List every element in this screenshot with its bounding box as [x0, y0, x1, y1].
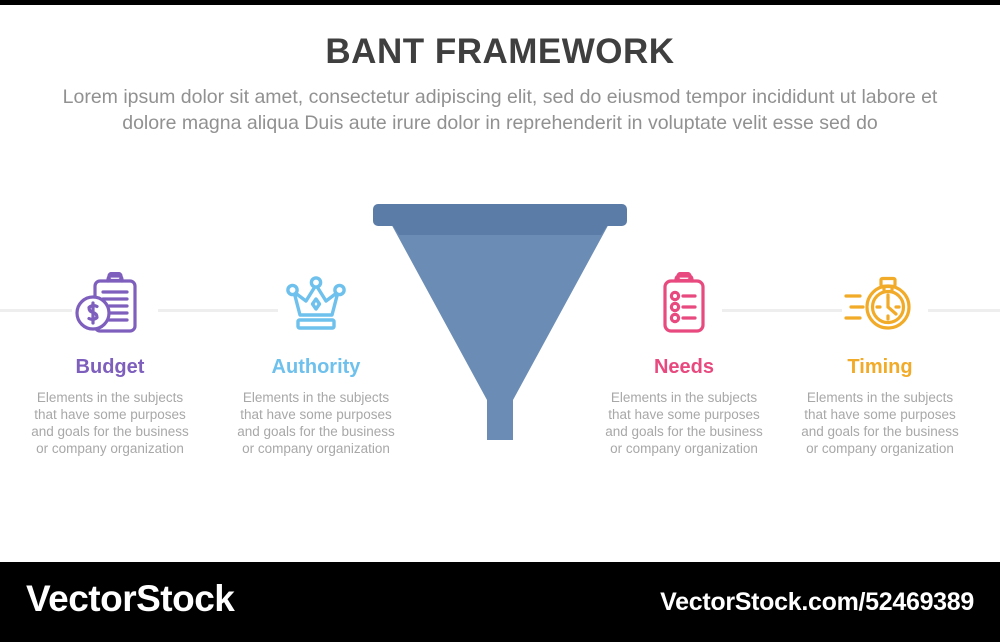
item-budget[interactable]: Budget Elements in the subjects that hav… — [10, 270, 210, 457]
clipboard-checklist-icon — [663, 272, 705, 333]
needs-icon-wrap — [584, 270, 784, 336]
connector-line-budget-authority — [158, 309, 278, 312]
item-timing[interactable]: Timing Elements in the subjects that hav… — [780, 270, 980, 457]
page-title: BANT FRAMEWORK — [325, 32, 675, 71]
needs-label: Needs — [653, 356, 715, 378]
timing-label: Timing — [847, 356, 913, 378]
page-subtitle: Lorem ipsum dolor sit amet, consectetur … — [62, 86, 938, 134]
budget-label: Budget — [75, 356, 145, 378]
top-black-strip — [0, 0, 1000, 5]
item-needs[interactable]: Needs Elements in the subjects that have… — [584, 270, 784, 457]
connector-line-left-edge — [0, 309, 72, 312]
needs-description: Elements in the subjects that have some … — [605, 390, 763, 456]
budget-description: Elements in the subjects that have some … — [31, 390, 189, 456]
connector-line-right-edge — [928, 309, 1000, 312]
budget-icon-wrap — [10, 270, 210, 336]
authority-description: Elements in the subjects that have some … — [237, 390, 395, 456]
vectorstock-logo: VectorStock — [26, 578, 235, 619]
stopwatch-icon — [844, 276, 911, 330]
crown-icon — [286, 276, 346, 330]
funnel-cone — [389, 220, 611, 400]
timing-description: Elements in the subjects that have some … — [801, 390, 959, 456]
funnel-neck — [487, 396, 513, 440]
footer-bar — [0, 562, 1000, 642]
funnel-top-bar — [373, 204, 627, 226]
clipboard-dollar-icon — [75, 272, 137, 333]
connector-line-needs-timing — [722, 309, 842, 312]
item-authority[interactable]: Authority Elements in the subjects that … — [216, 270, 416, 457]
timing-icon-wrap — [780, 270, 980, 336]
authority-icon-wrap — [216, 270, 416, 336]
funnel-graphic — [373, 204, 627, 440]
authority-label: Authority — [271, 356, 361, 378]
vectorstock-url: VectorStock.com/52469389 — [660, 588, 974, 616]
